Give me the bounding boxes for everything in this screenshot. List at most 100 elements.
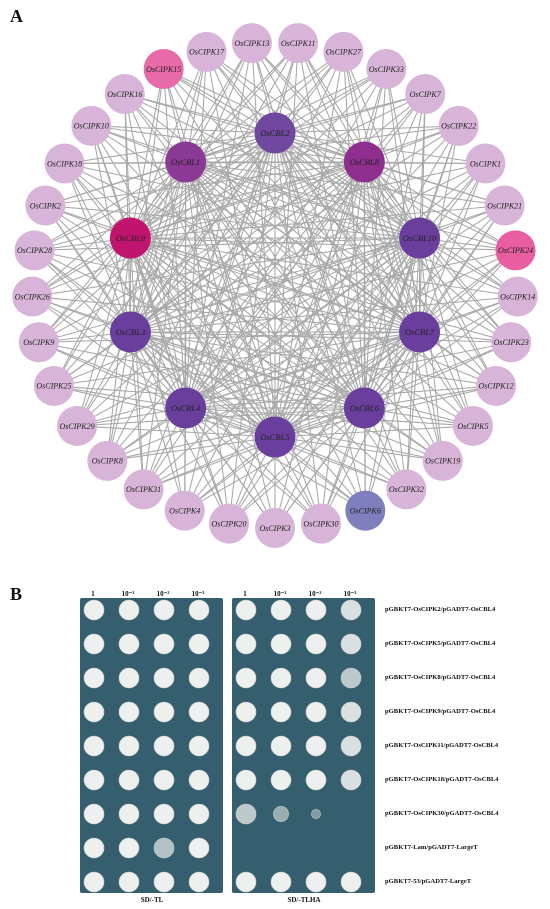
network-edge [129, 68, 165, 333]
cipk-node-circle [123, 469, 164, 510]
yeast-spot [118, 769, 140, 791]
yeast-spot [305, 599, 327, 621]
panel-a-letter: A [10, 6, 23, 26]
yeast-spot [340, 735, 362, 757]
network-edge [385, 68, 421, 239]
cipk-node-circle [323, 31, 364, 72]
yeast-spot [83, 735, 105, 757]
cipk-node: OsCIPK29 [57, 405, 98, 446]
network-edge [90, 125, 276, 438]
cipk-node: OsCIPK28 [14, 230, 55, 271]
network-edge [274, 43, 299, 438]
cipk-node: OsCIPK9 [18, 322, 59, 363]
yeast-spots [83, 599, 362, 893]
network-edge [34, 249, 365, 409]
network-edge [129, 331, 145, 490]
cipk-node-label: OsCIPK13 [234, 39, 269, 48]
network-edge [274, 132, 486, 165]
yeast-spot [340, 871, 362, 893]
cipk-node-circle [18, 322, 59, 363]
cipk-node: OsCIPK22 [438, 105, 479, 146]
network-edge [130, 331, 407, 490]
network-edge [419, 163, 486, 333]
cipk-node-label: OsCIPK8 [92, 457, 123, 466]
network-edge [364, 296, 519, 409]
network-edge [130, 331, 366, 512]
network-edge [185, 161, 365, 409]
network-edge [274, 425, 473, 438]
cipk-node-circle [465, 143, 506, 184]
cipk-node-label: OsCIPK4 [169, 506, 200, 515]
network-edge [34, 237, 420, 251]
network-edge [185, 161, 420, 239]
cbl-node-label: OsCBL1 [171, 157, 200, 167]
network-edge [38, 237, 131, 343]
cipk-node: OsCIPK23 [491, 322, 532, 363]
cbl-node: OsCBL3 [109, 311, 151, 353]
cipk-node-circle [104, 73, 145, 114]
yeast-spot [83, 803, 105, 825]
construct-label: pGBKT7-53/pGADT7-LargeT [385, 878, 472, 885]
cbl-node-circle [343, 387, 385, 429]
network-edge [363, 250, 516, 409]
yeast-spot [305, 735, 327, 757]
cipk-node: OsCIPK17 [186, 31, 227, 72]
network-edge [363, 93, 426, 409]
cipk-node-label: OsCIPK10 [74, 122, 109, 131]
network-edge [129, 42, 299, 333]
network-edge [206, 51, 365, 409]
cipk-node-circle [143, 49, 184, 90]
yeast-spot [188, 667, 210, 689]
cipk-node: OsCIPK16 [104, 73, 145, 114]
network-edge [38, 161, 187, 343]
cipk-node-label: OsCIPK18 [47, 159, 82, 168]
cipk-node: OsCIPK27 [323, 31, 364, 72]
yeast-spot [118, 633, 140, 655]
yeast-spot [188, 769, 210, 791]
construct-label: pGBKT7-OsCIPK11/pGADT7-OsCBL4 [385, 742, 499, 749]
cipk-node-label: OsCIPK30 [303, 519, 338, 528]
cipk-node-circle [300, 503, 341, 544]
cipk-node: OsCIPK10 [71, 105, 112, 146]
network-edge [124, 93, 276, 438]
network-edge [364, 237, 421, 511]
yeast-spot [235, 769, 257, 791]
cipk-node: OsCIPK7 [405, 73, 446, 114]
network-edge [130, 162, 486, 239]
medium-label-right: SD/-TLHA [287, 896, 321, 904]
medium-label-left: SD/-TL [140, 896, 164, 904]
cipk-node: OsCIPK18 [44, 143, 85, 184]
network-edge [274, 93, 426, 438]
construct-label: pGBKT7-OsCIPK18/pGADT7-OsCBL4 [385, 776, 499, 783]
yeast-spot [153, 599, 175, 621]
yeast-spot [153, 871, 175, 893]
yeast-spot [305, 633, 327, 655]
cipk-node-circle [476, 365, 517, 406]
network-edge [274, 51, 344, 438]
dilution-label-left-4: 10⁻³ [191, 590, 205, 598]
network-edge [419, 250, 516, 333]
network-edge [53, 331, 420, 387]
network-edge [130, 331, 443, 462]
network-edge [129, 237, 230, 524]
network-edge [130, 237, 276, 438]
cipk-node-circle [33, 365, 74, 406]
cipk-node-label: OsCIPK3 [259, 524, 290, 533]
cipk-node-circle [366, 49, 407, 90]
yeast-spot [118, 837, 140, 859]
network-edge [64, 132, 276, 165]
cipk-node-label: OsCIPK22 [441, 122, 476, 131]
yeast-spot [188, 599, 210, 621]
yeast-spot [188, 803, 210, 825]
dilution-label-right-4: 10⁻³ [343, 590, 357, 598]
network-edge [364, 341, 512, 409]
network-edge [251, 42, 365, 409]
cbl-node-label: OsCBL2 [260, 128, 290, 138]
network-edge [130, 331, 497, 387]
network-edge [185, 205, 505, 409]
cbl-node-label: OsCBL9 [116, 233, 146, 243]
cipk-node-label: OsCIPK12 [478, 382, 513, 391]
cipk-node-circle [87, 440, 128, 481]
cipk-node: OsCIPK19 [422, 440, 463, 481]
